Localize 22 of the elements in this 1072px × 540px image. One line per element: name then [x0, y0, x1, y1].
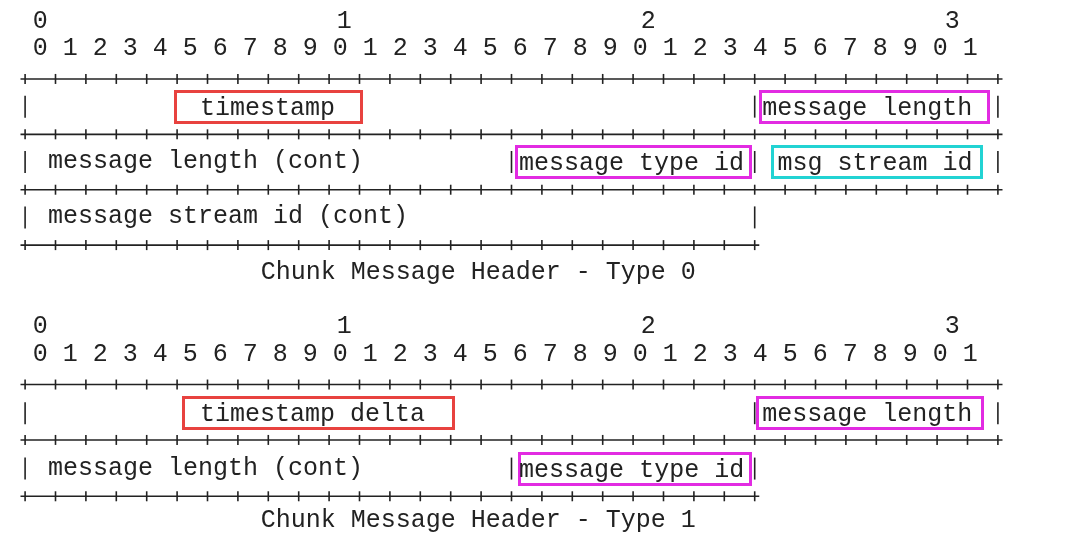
bit-number: 1: [336, 6, 352, 37]
field-box: [756, 396, 985, 431]
caption: Chunk Message Header - Type 0: [260, 257, 696, 288]
bit-number: 0: [32, 6, 48, 37]
bit-numbers: 0 1 2 3 4 5 6 7 8 9 0 1 2 3 4 5 6 7 8 9 0 1 2 3 4 5 6 7 8 9 0 1: [32, 34, 978, 65]
field-label: message length: [762, 400, 973, 431]
field-label: message type id: [519, 149, 745, 179]
bit-number: 2: [640, 6, 656, 37]
field-label: msg stream id: [777, 149, 973, 179]
caption: Chunk Message Header - Type 1: [260, 506, 696, 537]
field-label: message length: [762, 93, 973, 124]
field-label: timestamp delta: [199, 400, 425, 431]
field-box: [181, 396, 456, 431]
field-label: message stream id (cont): [47, 202, 408, 233]
field-box: [759, 89, 991, 124]
bit-number: 3: [944, 6, 960, 37]
field-box: [514, 145, 752, 179]
field-label: timestamp: [199, 93, 335, 124]
field-box: [174, 89, 363, 124]
field-box: [771, 145, 983, 179]
field-label: message length (cont): [47, 453, 363, 484]
field-label: message length (cont): [47, 147, 363, 177]
